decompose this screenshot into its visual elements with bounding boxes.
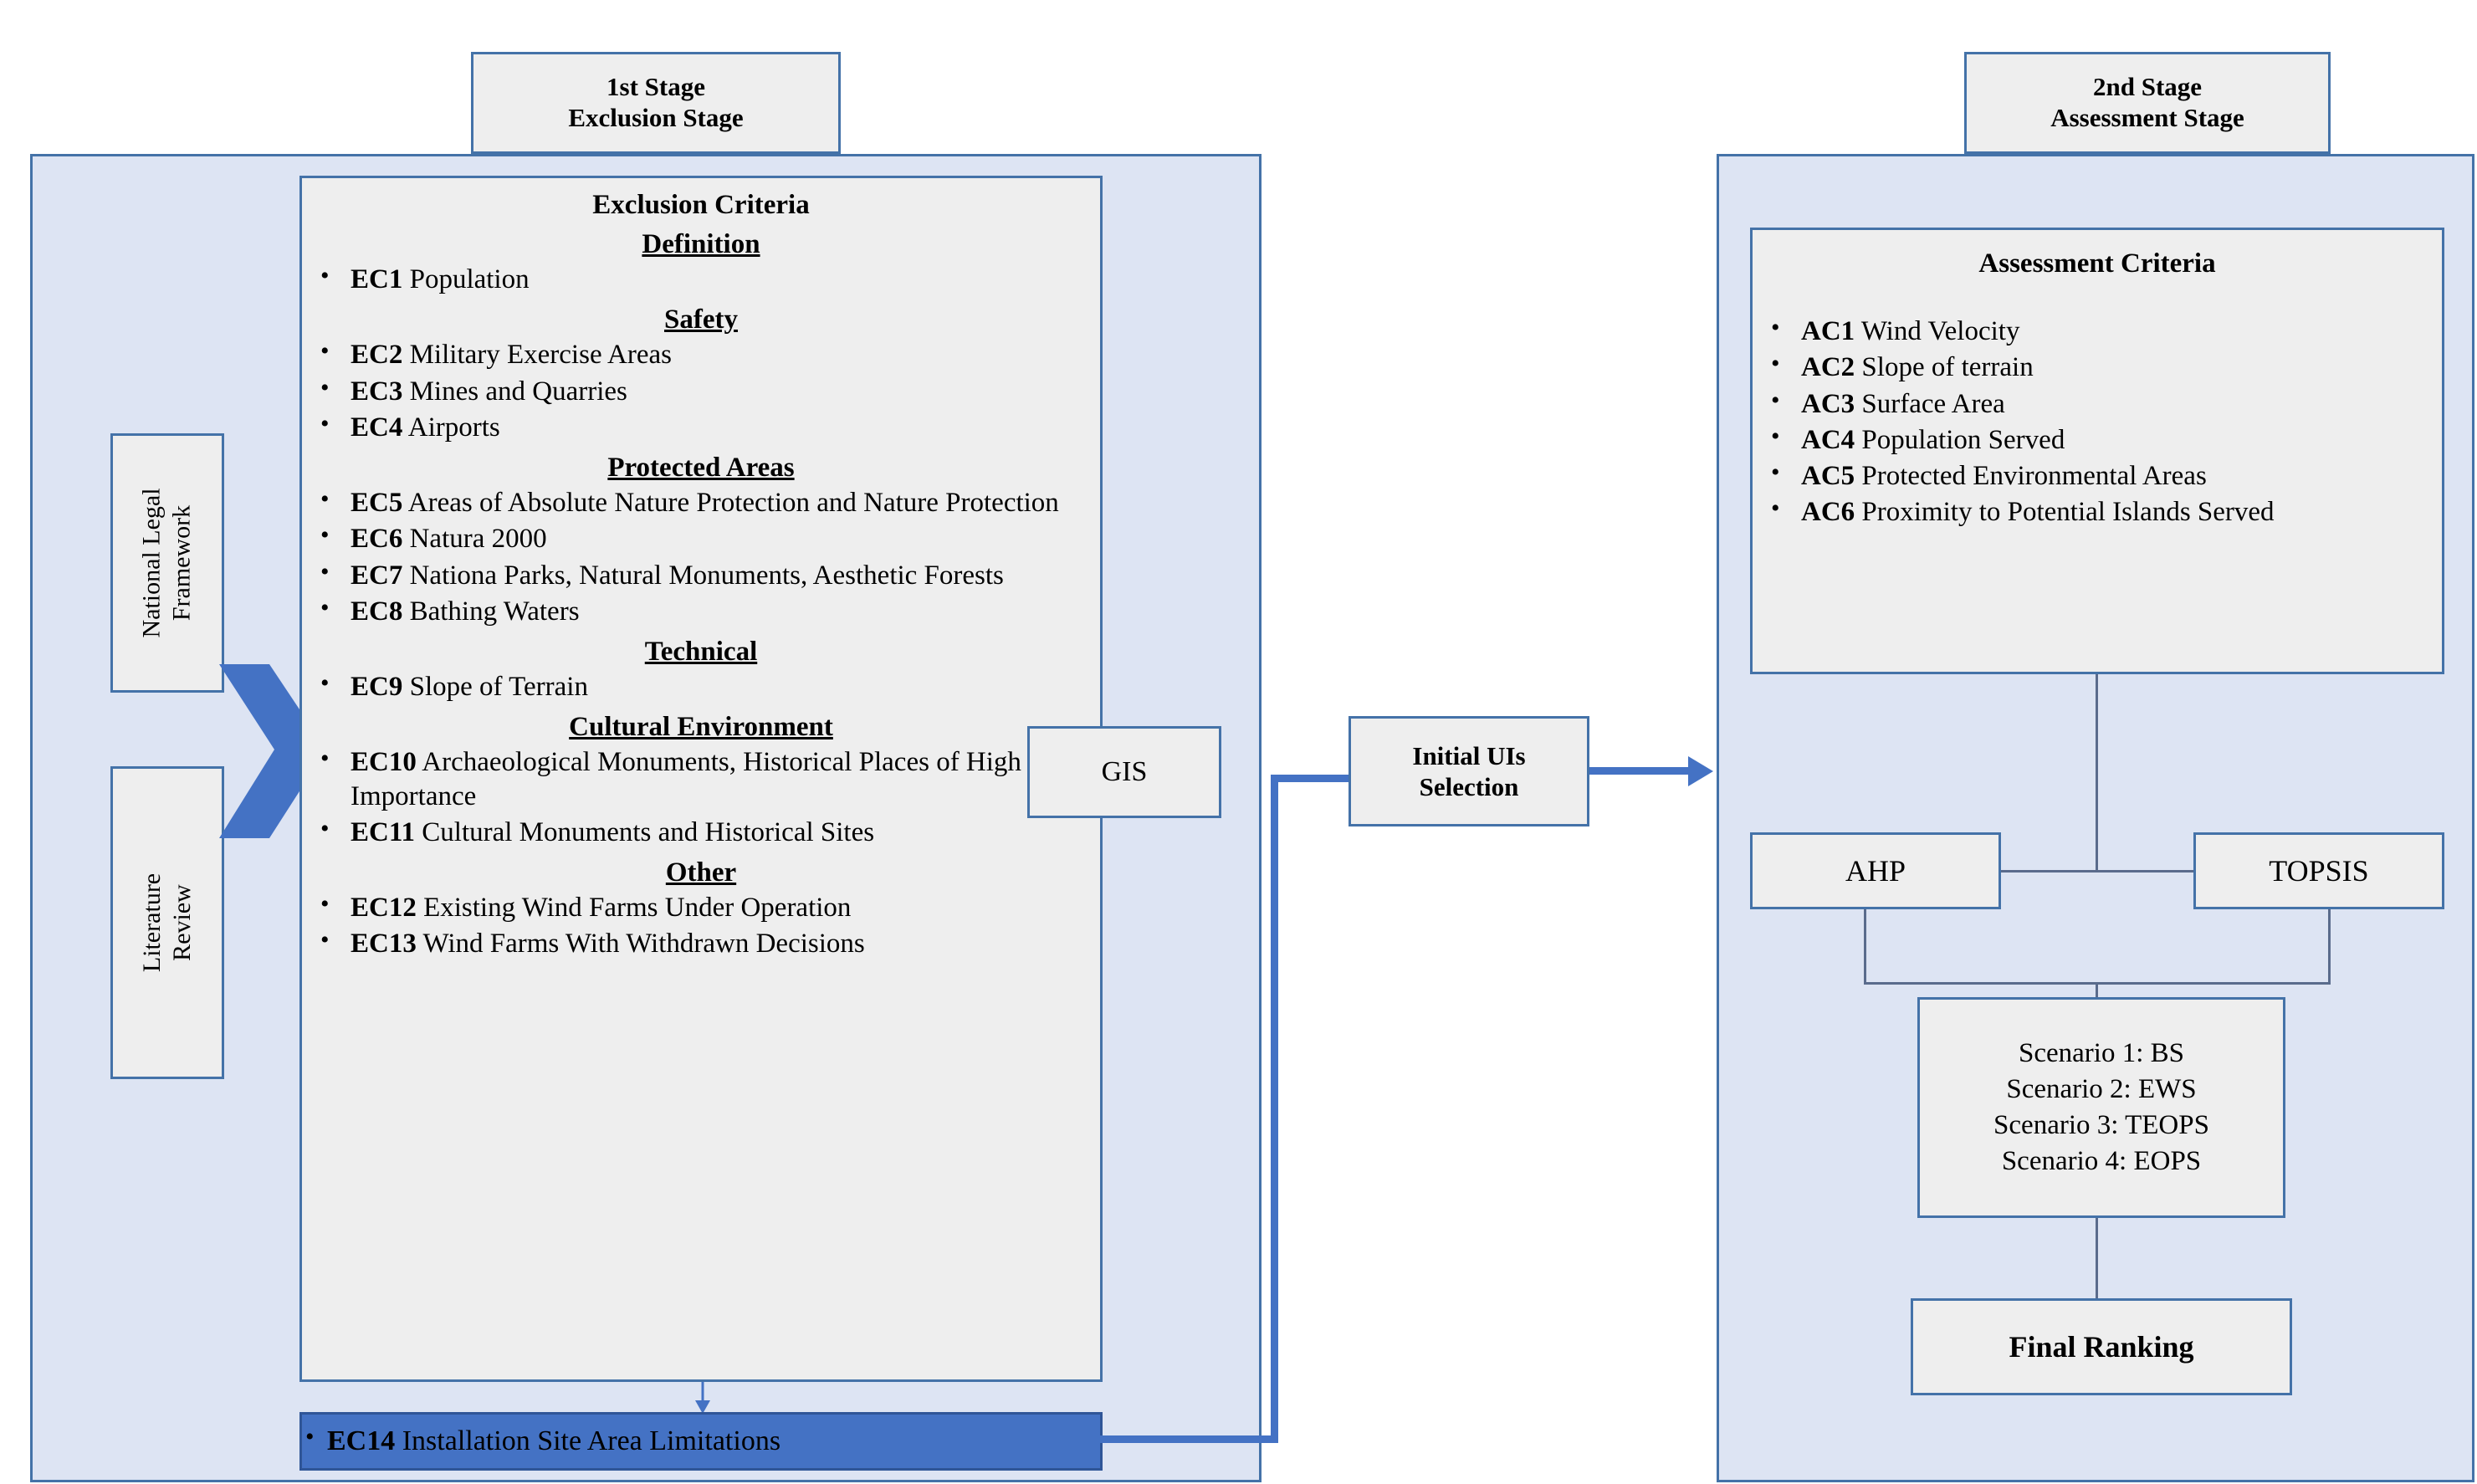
national-legal-framework-label: National Legal Framework (138, 488, 196, 638)
ec14-label: EC14 Installation Site Area Limitations (302, 1423, 780, 1457)
group-heading-safety: Safety (664, 304, 738, 335)
list-item: EC9 Slope of Terrain (302, 668, 1100, 704)
group-heading-technical: Technical (644, 637, 758, 667)
list-item: EC2 Military Exercise Areas (302, 336, 1100, 371)
literature-review-label: Literature Review (137, 872, 196, 973)
list-item: AC6 Proximity to Potential Islands Serve… (1753, 494, 2442, 529)
list-item: AC5 Protected Environmental Areas (1753, 458, 2442, 493)
initial-uis-selection-box[interactable]: Initial UIs Selection (1349, 716, 1589, 826)
list-item: EC11 Cultural Monuments and Historical S… (302, 814, 1100, 849)
topsis-down-line (2328, 909, 2331, 985)
ahp-label: AHP (1845, 854, 1906, 888)
assessment-criteria-title: Assessment Criteria (1978, 248, 2216, 279)
ec14-bar[interactable]: EC14 Installation Site Area Limitations (299, 1412, 1103, 1471)
list-item: EC5 Areas of Absolute Nature Protection … (302, 484, 1100, 519)
exclusion-criteria-panel: Exclusion Criteria Definition EC1 Popula… (299, 176, 1103, 1382)
stage2-arrowhead (1688, 756, 1713, 786)
stage1-header-line2: Exclusion Stage (568, 103, 744, 132)
criteria-to-ec14-arrow (695, 1382, 710, 1414)
literature-review-box[interactable]: Literature Review (110, 766, 224, 1079)
stage1-header-line1: 1st Stage (606, 72, 705, 102)
ec14-connector-horizontal-1 (1098, 1435, 1278, 1443)
group-list-safety: EC2 Military Exercise Areas EC3 Mines an… (302, 336, 1100, 444)
ec14-connector-vertical (1271, 778, 1278, 1443)
final-ranking-label: Final Ranking (2009, 1330, 2194, 1364)
gis-box[interactable]: GIS (1027, 726, 1221, 818)
list-item: EC3 Mines and Quarries (302, 372, 1100, 408)
list-item: EC7 Nationa Parks, Natural Monuments, Ae… (302, 556, 1100, 592)
scenario-line-1: Scenario 1: BS (2019, 1038, 2184, 1069)
list-item: AC3 Surface Area (1753, 385, 2442, 421)
assessment-criteria-panel: Assessment Criteria AC1 Wind Velocity AC… (1750, 228, 2444, 674)
topsis-box[interactable]: TOPSIS (2193, 832, 2444, 909)
list-item: AC4 Population Served (1753, 422, 2442, 457)
stage2-header-line1: 2nd Stage (2092, 72, 2203, 102)
group-heading-protected-areas: Protected Areas (607, 453, 795, 483)
exclusion-criteria-title: Exclusion Criteria (592, 190, 810, 220)
list-item: AC2 Slope of terrain (1753, 349, 2442, 384)
initial-uis-line1: Initial UIs (1412, 740, 1526, 770)
group-list-other: EC12 Existing Wind Farms Under Operation… (302, 889, 1100, 961)
group-heading-other: Other (665, 857, 737, 888)
initial-uis-line2: Selection (1419, 772, 1519, 801)
ahp-box[interactable]: AHP (1750, 832, 2001, 909)
group-heading-definition: Definition (642, 229, 760, 259)
list-item: EC1 Population (302, 261, 1100, 296)
assessment-criteria-list: AC1 Wind Velocity AC2 Slope of terrain A… (1753, 313, 2442, 530)
methods-to-scenarios-line (2096, 982, 2098, 1007)
group-list-cultural-environment: EC10 Archaeological Monuments, Historica… (302, 744, 1100, 849)
initial-uis-to-stage2-line (1589, 767, 1698, 775)
list-item: EC8 Bathing Waters (302, 593, 1100, 628)
list-item: EC13 Wind Farms With Withdrawn Decisions (302, 925, 1100, 960)
scenario-line-4: Scenario 4: EOPS (2001, 1145, 2202, 1176)
stage1-header: 1st Stage Exclusion Stage (471, 52, 841, 154)
scenarios-box[interactable]: Scenario 1: BS Scenario 2: EWS Scenario … (1917, 997, 2285, 1218)
scenario-line-3: Scenario 3: TEOPS (1993, 1110, 2209, 1140)
scenario-line-2: Scenario 2: EWS (2006, 1074, 2197, 1105)
list-item: EC10 Archaeological Monuments, Historica… (302, 744, 1100, 813)
final-ranking-box[interactable]: Final Ranking (1911, 1298, 2292, 1395)
ahp-down-line (1864, 909, 1866, 985)
group-list-definition: EC1 Population (302, 261, 1100, 296)
criteria-to-methods-line (2096, 674, 2098, 871)
stage2-header-line2: Assessment Stage (2050, 103, 2244, 132)
ahp-topsis-link-line (1999, 870, 2250, 872)
national-legal-framework-box[interactable]: National Legal Framework (110, 433, 224, 693)
topsis-label: TOPSIS (2269, 854, 2369, 888)
list-item: EC4 Airports (302, 409, 1100, 444)
group-list-technical: EC9 Slope of Terrain (302, 668, 1100, 704)
scenarios-to-final-line (2096, 1218, 2098, 1302)
list-item: EC6 Natura 2000 (302, 520, 1100, 555)
group-list-protected-areas: EC5 Areas of Absolute Nature Protection … (302, 484, 1100, 628)
stage2-header: 2nd Stage Assessment Stage (1964, 52, 2331, 154)
list-item: EC12 Existing Wind Farms Under Operation (302, 889, 1100, 924)
group-heading-cultural-environment: Cultural Environment (569, 712, 833, 743)
ec14-connector-horizontal-2 (1271, 775, 1363, 782)
list-item: AC1 Wind Velocity (1753, 313, 2442, 348)
gis-label: GIS (1101, 756, 1148, 787)
